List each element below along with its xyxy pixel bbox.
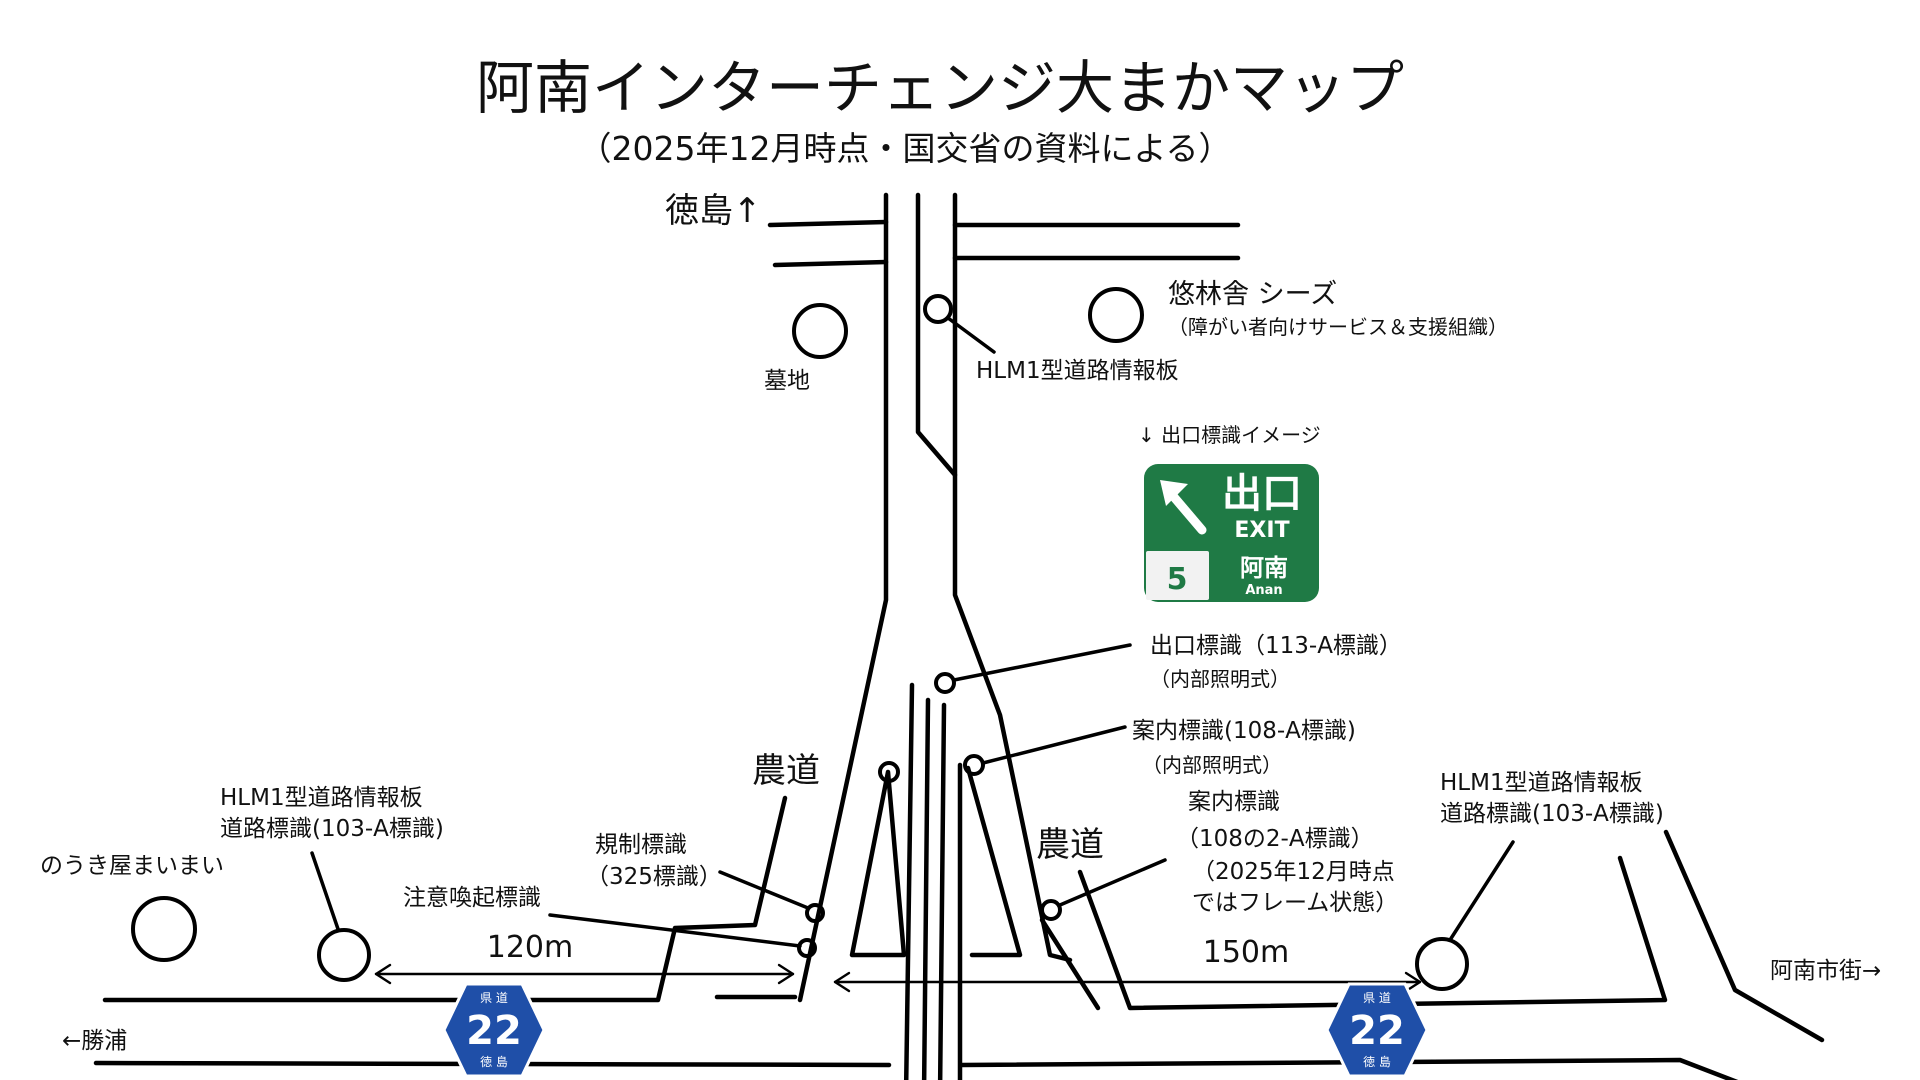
exit-number-panel: [1146, 551, 1209, 600]
direction-north-label: 徳島↑: [665, 191, 762, 231]
route-shield-east: 県 道 22 徳 島: [1325, 982, 1429, 1078]
exit-sign-exit-text: EXIT: [1234, 518, 1289, 543]
guide2-sign-post: [1040, 899, 1062, 921]
dimension-west-arrow-left: [374, 963, 392, 985]
hlm-west-marker: [317, 928, 371, 982]
guide2-line4: ではフレーム状態）: [1192, 890, 1398, 916]
route-shield-top: 県 道: [480, 991, 508, 1005]
exit-name-en: Anan: [1245, 583, 1282, 598]
inner-lane-1: [903, 682, 915, 1080]
dimension-east-arrow-left: [833, 971, 851, 993]
highway-left-edge: [797, 192, 889, 1003]
distance-west: 120m: [487, 930, 573, 965]
seeds-marker: [1088, 287, 1144, 343]
inner-lane-2: [921, 697, 931, 1080]
hlm-north-sign: [923, 294, 953, 324]
road-east-branch: [1663, 829, 1825, 1043]
route-shield-bg: [442, 982, 546, 1078]
route22-east: [959, 1057, 1739, 1080]
hlm-west-line1: HLM1型道路情報板: [220, 785, 423, 811]
highway-right-edge: [952, 192, 1073, 963]
cemetery-label: 墓地: [764, 368, 810, 394]
hlm-east-line2: 道路標識(103-A標識): [1440, 801, 1664, 827]
seeds-desc-label: （障がい者向けサービス＆支援組織）: [1168, 315, 1508, 339]
route-shield-west: 県 道 22 徳 島: [442, 982, 546, 1078]
cemetery-marker: [792, 303, 848, 359]
guide2-line3: （2025年12月時点: [1192, 859, 1395, 885]
farm-road-right-label: 農道: [1036, 825, 1104, 865]
exit-arrowhead-icon: [1160, 480, 1188, 506]
guide-sign-post: [963, 754, 985, 776]
hlm-east-marker: [1415, 937, 1469, 991]
regulation-line2: （325標識）: [586, 864, 722, 890]
road-north-west-lower: [772, 259, 889, 268]
leader-lines: [310, 316, 1515, 948]
guide2-line2: （108の2-A標識）: [1176, 826, 1374, 852]
island-left: [849, 769, 907, 958]
island-right: [965, 765, 1023, 958]
regulation-line1: 規制標識: [595, 832, 687, 858]
caution-sign-post: [797, 938, 817, 958]
route-shield-number: 22: [466, 1008, 522, 1054]
landmarks: [131, 287, 1469, 991]
regulation-sign-post: [805, 903, 825, 923]
route-shield-number: 22: [1349, 1008, 1405, 1054]
farm-road-right-stub: [1039, 917, 1101, 1011]
exit-name-ja: 阿南: [1240, 554, 1288, 582]
exit-sign-label: 出口標識（113-A標識）: [1150, 633, 1402, 659]
route-shield-top: 県 道: [1363, 991, 1391, 1005]
inner-lane-3: [937, 702, 947, 1080]
direction-east-label: 阿南市街→: [1770, 958, 1881, 984]
guide-sign-label: 案内標識(108-A標識): [1132, 718, 1356, 744]
seeds-name-label: 悠林舎 シーズ: [1168, 279, 1337, 310]
dimension-west-arrow-right: [777, 963, 795, 985]
map-title: 阿南インターチェンジ大まかマップ: [476, 54, 1404, 122]
caution-label: 注意喚起標識: [403, 885, 541, 911]
hlm-east-line1: HLM1型道路情報板: [1440, 770, 1643, 796]
direction-west-label: ←勝浦: [62, 1028, 127, 1054]
exit-sign-note: （内部照明式）: [1150, 667, 1290, 691]
map-subtitle: （2025年12月時点・国交省の資料による）: [579, 129, 1232, 168]
farm-road-left-label: 農道: [752, 751, 820, 791]
route-shield-bottom: 徳 島: [480, 1054, 508, 1069]
exit-number: 5: [1167, 562, 1188, 597]
road-north-west-upper: [767, 219, 889, 228]
exit-image-caption: ↓ 出口標識イメージ: [1138, 423, 1321, 447]
exit-sign-image: 出口 EXIT 5 阿南 Anan: [1144, 464, 1319, 602]
guide-sign-note: （内部照明式）: [1142, 753, 1282, 777]
exit-sign-main-text: 出口: [1222, 471, 1302, 517]
guide2-line1: 案内標識: [1188, 789, 1280, 815]
ramp-north-divider: [915, 192, 958, 478]
labels: 徳島↑ ←勝浦 阿南市街→ 墓地 悠林舎 シーズ （障がい者向けサービス＆支援組…: [40, 191, 1881, 1054]
noukiya-marker: [131, 896, 197, 962]
sign-post-inner: [878, 761, 900, 783]
route-shield-bg: [1325, 982, 1429, 1078]
hlm-north-label: HLM1型道路情報板: [976, 358, 1179, 384]
dimension-east-arrow-right: [1404, 971, 1422, 993]
route-shield-bottom: 徳 島: [1363, 1054, 1391, 1069]
noukiya-label: のうき屋まいまい: [40, 853, 224, 879]
exit-sign-post: [934, 672, 956, 694]
distance-markers: 120m 150m: [374, 930, 1422, 993]
hlm-west-line2: 道路標識(103-A標識): [220, 816, 444, 842]
distance-east: 150m: [1203, 935, 1289, 970]
